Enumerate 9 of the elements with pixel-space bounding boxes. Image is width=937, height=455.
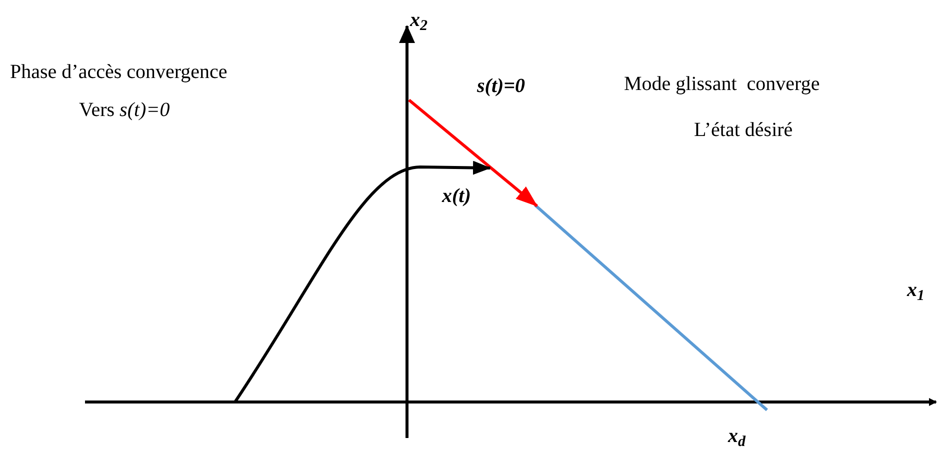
axis-label: x$_{1}$ bbox=[907, 278, 924, 302]
region-label: Vers s(t)=0 bbox=[79, 98, 170, 122]
axis-label: x$_{2}$ bbox=[410, 8, 428, 32]
region-label: L’état désiré bbox=[694, 118, 793, 142]
region-label: Mode glissant converge bbox=[624, 72, 820, 96]
surface-label: s(t)=0 bbox=[477, 74, 526, 98]
trajectory-label: x(t) bbox=[442, 184, 471, 208]
region-label: Phase d’accès convergence bbox=[10, 60, 228, 84]
point-label: x$_{d}$ bbox=[728, 424, 746, 448]
